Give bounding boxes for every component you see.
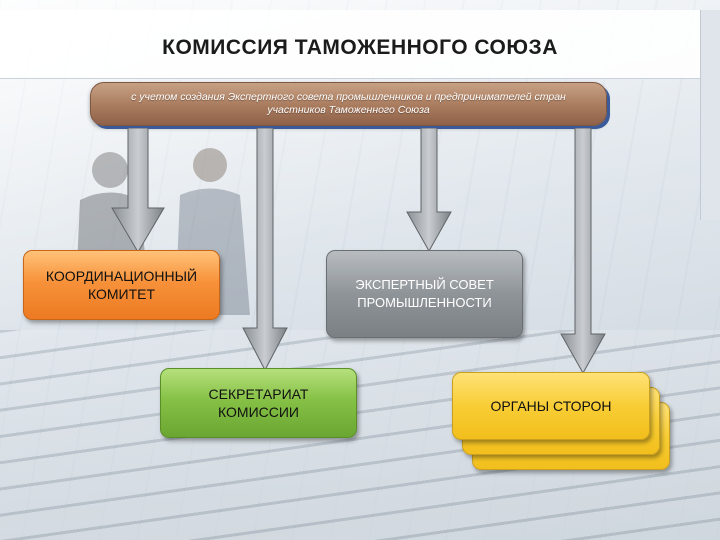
parties-label: ОРГАНЫ СТОРОН [490, 398, 612, 414]
coordination-committee-box: КООРДИНАЦИОННЫЙ КОМИТЕТ [23, 250, 220, 320]
secretariat-box: СЕКРЕТАРИАТ КОМИССИИ [160, 368, 357, 438]
page-title: КОМИССИЯ ТАМОЖЕННОГО СОЮЗА [162, 36, 558, 59]
parties-box: ОРГАНЫ СТОРОН [452, 372, 650, 440]
arrow-to-secretariat [242, 128, 288, 372]
arrow-to-expert [406, 128, 452, 253]
header-band [0, 10, 700, 79]
arrow-to-coordination [111, 128, 165, 253]
coordination-committee-label: КООРДИНАЦИОННЫЙ КОМИТЕТ [45, 268, 198, 302]
decorative-strip [700, 10, 720, 220]
expert-council-box: ЭКСПЕРТНЫЙ СОВЕТ ПРОМЫШЛЕННОСТИ [326, 250, 523, 338]
arrow-to-parties [560, 128, 606, 375]
expert-council-label: ЭКСПЕРТНЫЙ СОВЕТ ПРОМЫШЛЕННОСТИ [355, 277, 494, 310]
secretariat-label: СЕКРЕТАРИАТ КОМИССИИ [208, 386, 309, 420]
banner: с учетом создания Экспертного совета про… [90, 82, 607, 126]
banner-text: с учетом создания Экспертного совета про… [131, 91, 566, 116]
